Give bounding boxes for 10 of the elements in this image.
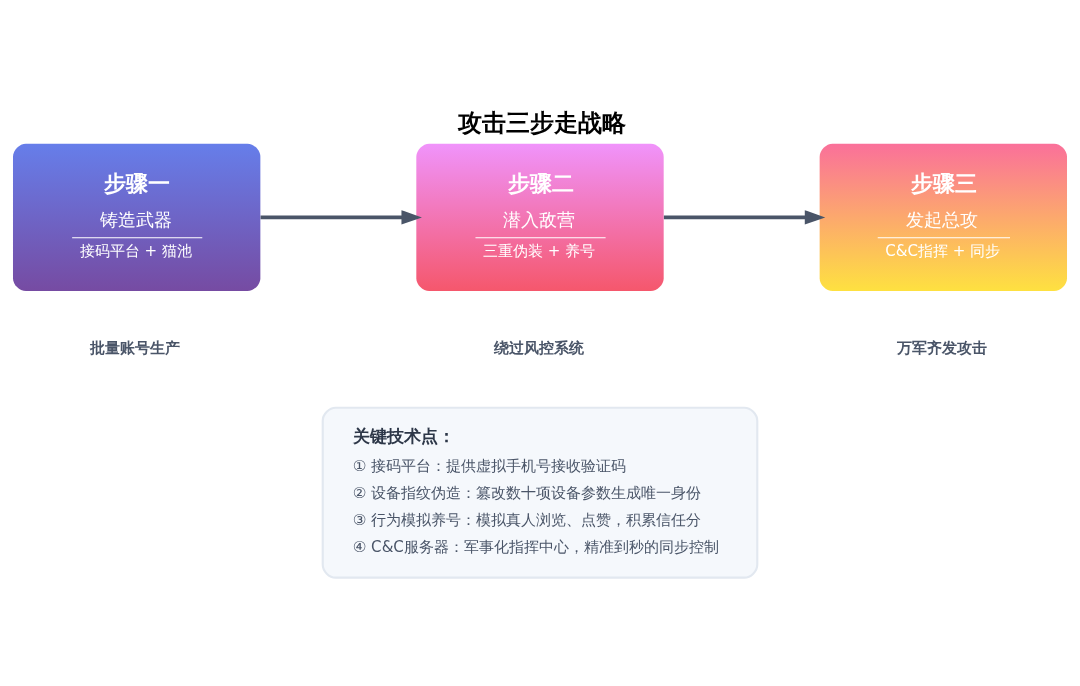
node-box: 关键技术点： ① 接码平台：提供虚拟手机号接收验证码 ② 设备指纹伪造：篡改数十项设备参数生成唯一身份 ③ 行为模拟养号：模拟真人浏览、点赞，积累信任分 ④ C&C服务器：军事化指挥中心，精准到秒的同步控制 bbox=[321, 406, 759, 579]
node-box: 步骤二 潜入敌营 三重伪装 + 养号 bbox=[416, 143, 664, 291]
diagram-title: 攻击三步走战略 bbox=[457, 108, 626, 137]
arrow bbox=[663, 209, 826, 225]
label: 批量账号生产 bbox=[90, 338, 181, 357]
node-box: 步骤一 铸造武器 接码平台 + 猫池 bbox=[13, 143, 261, 291]
label: 绕过风控系统 bbox=[493, 338, 584, 357]
label: 万军齐发攻击 bbox=[897, 338, 988, 357]
node-box: 步骤三 发起总攻 C&C指挥 + 同步 bbox=[819, 143, 1067, 291]
arrow bbox=[260, 209, 422, 225]
